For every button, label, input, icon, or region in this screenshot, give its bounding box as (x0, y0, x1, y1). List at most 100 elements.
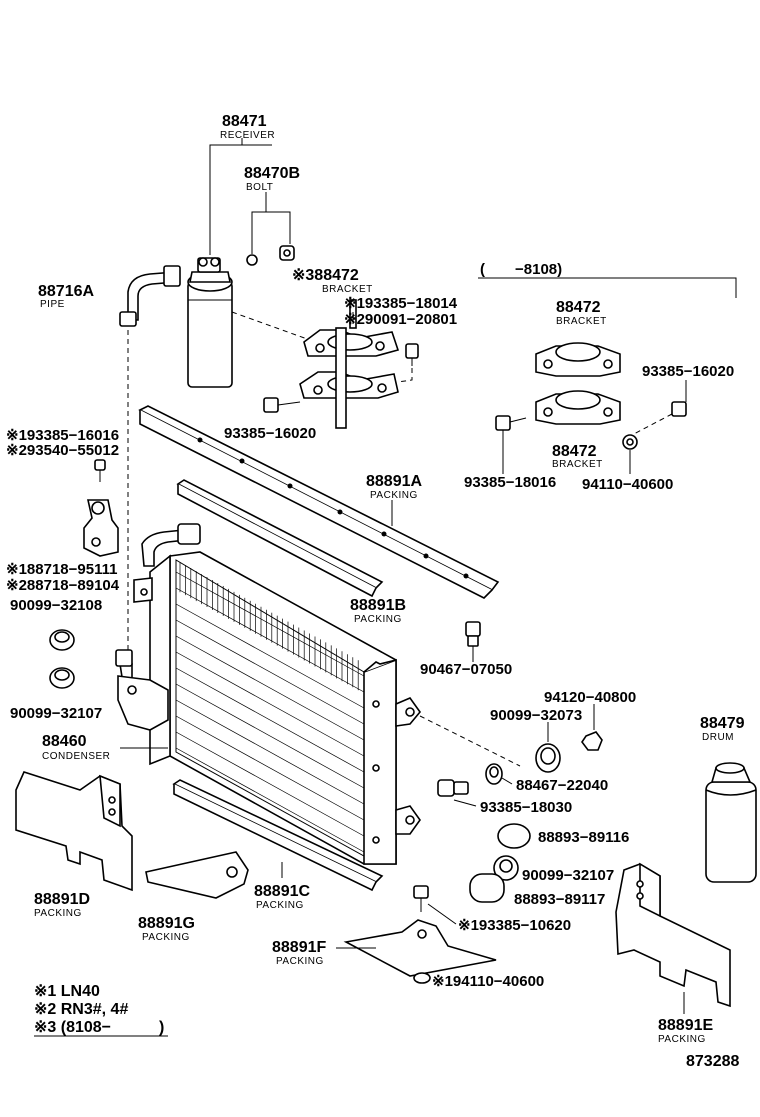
packing-a (138, 405, 500, 599)
bracket-r1 (535, 342, 621, 377)
grommet-2 (49, 667, 75, 689)
cap-2 (469, 873, 505, 903)
packing-c (172, 779, 384, 892)
bolt-r1 (671, 401, 687, 417)
label-pack-g-pn: 88891G (138, 915, 195, 932)
packing-e (615, 862, 731, 1008)
bolt-a (405, 343, 419, 366)
label-bolt-nm: BOLT (246, 182, 273, 193)
label-bolt-r1: 93385−16020 (642, 363, 734, 380)
label-drum-nm: DRUM (702, 732, 734, 743)
condenser-tube (175, 731, 365, 837)
bracket-main (299, 299, 400, 429)
bracket-r2 (535, 390, 621, 425)
label-note3: ※3 (8108− ) (34, 1019, 164, 1036)
label-pack-b-nm: PACKING (354, 614, 402, 625)
receiver (187, 257, 233, 388)
condenser-fins (175, 562, 365, 853)
label-nut-r2: 94110−40600 (582, 476, 673, 493)
label-note2: ※2 RN3#, 4# (34, 1001, 128, 1018)
bolt-leader (251, 211, 291, 254)
label-grom1: 90099−32108 (10, 597, 102, 614)
packing-g (145, 851, 249, 899)
grommet-4 (493, 855, 519, 881)
label-bracket-r1-nm: BRACKET (556, 316, 607, 327)
label-bolt-r2: 93385−18016 (464, 474, 556, 491)
label-spacer: 88467−22040 (516, 777, 608, 794)
label-bolt-g: ※193385−10620 (458, 917, 571, 934)
label-grom4: 90099−32107 (522, 867, 614, 884)
nut-e (581, 731, 603, 751)
receiver-leader (209, 144, 272, 255)
label-bolt-pn: 88470B (244, 165, 300, 182)
spacer-leader (501, 777, 513, 785)
condenser-tube (175, 667, 365, 773)
label-cond-nm: CONDENSER (42, 751, 110, 762)
condenser (115, 523, 422, 865)
label-pack-b-pn: 88891B (350, 597, 406, 614)
label-bracket-main-pn: ※388472 (292, 267, 359, 284)
bolt-g (413, 885, 429, 912)
label-pack-d-nm: PACKING (34, 908, 82, 919)
label-bolt-c2: ※293540−55012 (6, 442, 119, 459)
label-pack-d-pn: 88891D (34, 891, 90, 908)
label-receiver-nm: RECEIVER (220, 130, 275, 141)
label-clamp2: ※288718−89104 (6, 577, 120, 594)
label-bracket-r2-nm: BRACKET (552, 459, 603, 470)
packing-b (176, 479, 384, 598)
condenser-tube (175, 651, 365, 757)
bolt-r2 (495, 415, 527, 431)
clamp (83, 499, 119, 557)
label-bolt-a1: ※193385−18014 (344, 295, 458, 312)
label-bracket-r2-pn: 88472 (552, 443, 597, 460)
label-nut-e: 94120−40800 (544, 689, 636, 706)
label-pipe-nm: PIPE (40, 299, 65, 310)
label-fig-no: 873288 (686, 1053, 739, 1070)
label-pack-g-nm: PACKING (142, 932, 190, 943)
condenser-tube (175, 619, 365, 725)
bolt-a-dash (397, 368, 413, 383)
spacer (485, 763, 503, 785)
condenser-tube (175, 699, 365, 805)
label-pack-c-pn: 88891C (254, 883, 310, 900)
condenser-dash (419, 715, 521, 767)
label-pack-f-nm: PACKING (276, 956, 324, 967)
label-cond-pn: 88460 (42, 733, 87, 750)
label-grom3: 90099−32073 (490, 707, 582, 724)
label-clamp1: ※188718−95111 (6, 561, 117, 578)
label-nut-g: ※194110−40600 (432, 973, 544, 990)
bolt-g-leader (427, 903, 457, 925)
nut-r2 (622, 434, 638, 450)
label-range-note: ( −8108) (480, 261, 562, 278)
bolt-f (437, 779, 469, 797)
label-bolt-d: 90467−07050 (420, 661, 512, 678)
label-bracket-main-nm: BRACKET (322, 284, 373, 295)
condenser-tube (175, 683, 365, 789)
label-cap1: 88893−89116 (538, 829, 629, 846)
label-pack-e-nm: PACKING (658, 1034, 706, 1045)
label-pack-f-pn: 88891F (272, 939, 326, 956)
grommet-1 (49, 629, 75, 651)
label-bracket-r1-pn: 88472 (556, 299, 601, 316)
bolt-b (263, 397, 301, 413)
cap-1 (497, 823, 531, 849)
label-bolt-f: 93385−18030 (480, 799, 572, 816)
receiver-bracket-dash (231, 311, 311, 341)
bolt-f-leader (453, 799, 477, 807)
bolt-c (94, 459, 106, 482)
bolt-d (465, 621, 481, 647)
pipe-88716a (119, 265, 181, 327)
label-bolt-c1: ※193385−16016 (6, 427, 119, 444)
range-bracket (478, 277, 737, 298)
label-grom2: 90099−32107 (10, 705, 102, 722)
condenser-tube (175, 715, 365, 821)
label-drum-pn: 88479 (700, 715, 745, 732)
label-receiver-pn: 88471 (222, 113, 267, 130)
label-pack-a-nm: PACKING (370, 490, 418, 501)
label-note1: ※1 LN40 (34, 983, 100, 1000)
bolt-88470b (246, 245, 295, 266)
nut-g (413, 972, 431, 984)
packing-d (15, 771, 133, 892)
